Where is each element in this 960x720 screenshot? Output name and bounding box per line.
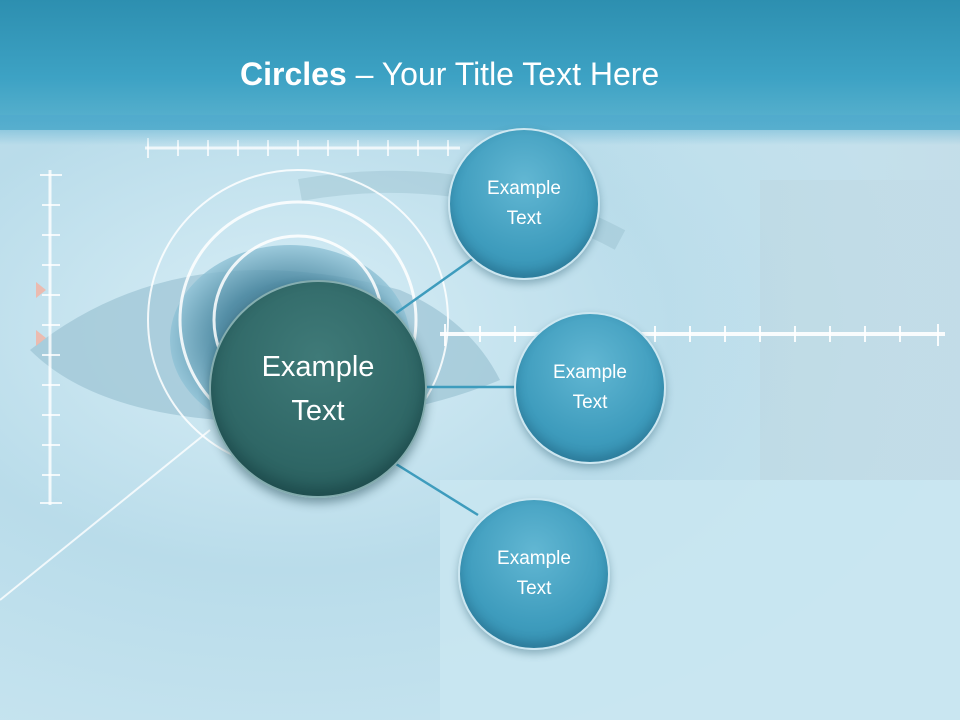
satellite-circle-middle[interactable]: Example Text [514,312,666,464]
satellite-circle-line1: Example [497,548,571,569]
center-circle-label: Example Text [262,345,375,433]
satellite-circle-line2: Text [506,208,542,229]
satellite-circle-line2: Text [572,392,608,413]
satellite-circle-line1: Example [487,178,561,199]
satellite-circle-bottom[interactable]: Example Text [458,498,610,650]
satellite-circle-label: Example Text [487,174,561,234]
slide-title-bold: Circles [240,56,347,92]
center-circle[interactable]: Example Text [209,280,427,498]
center-circle-line2: Text [291,395,345,427]
title-bar-fade [0,115,960,145]
connector-bottom [395,462,479,517]
satellite-circle-line2: Text [516,578,552,599]
slide-title: Circles – Your Title Text Here [240,56,659,93]
satellite-circle-line1: Example [553,362,627,383]
satellite-circle-label: Example Text [497,544,571,604]
satellite-circle-top[interactable]: Example Text [448,128,600,280]
center-circle-line1: Example [261,351,375,383]
connector-top [391,253,479,318]
title-bar [0,0,960,130]
satellite-circle-label: Example Text [553,358,627,418]
slide-title-rest: – Your Title Text Here [346,56,660,92]
